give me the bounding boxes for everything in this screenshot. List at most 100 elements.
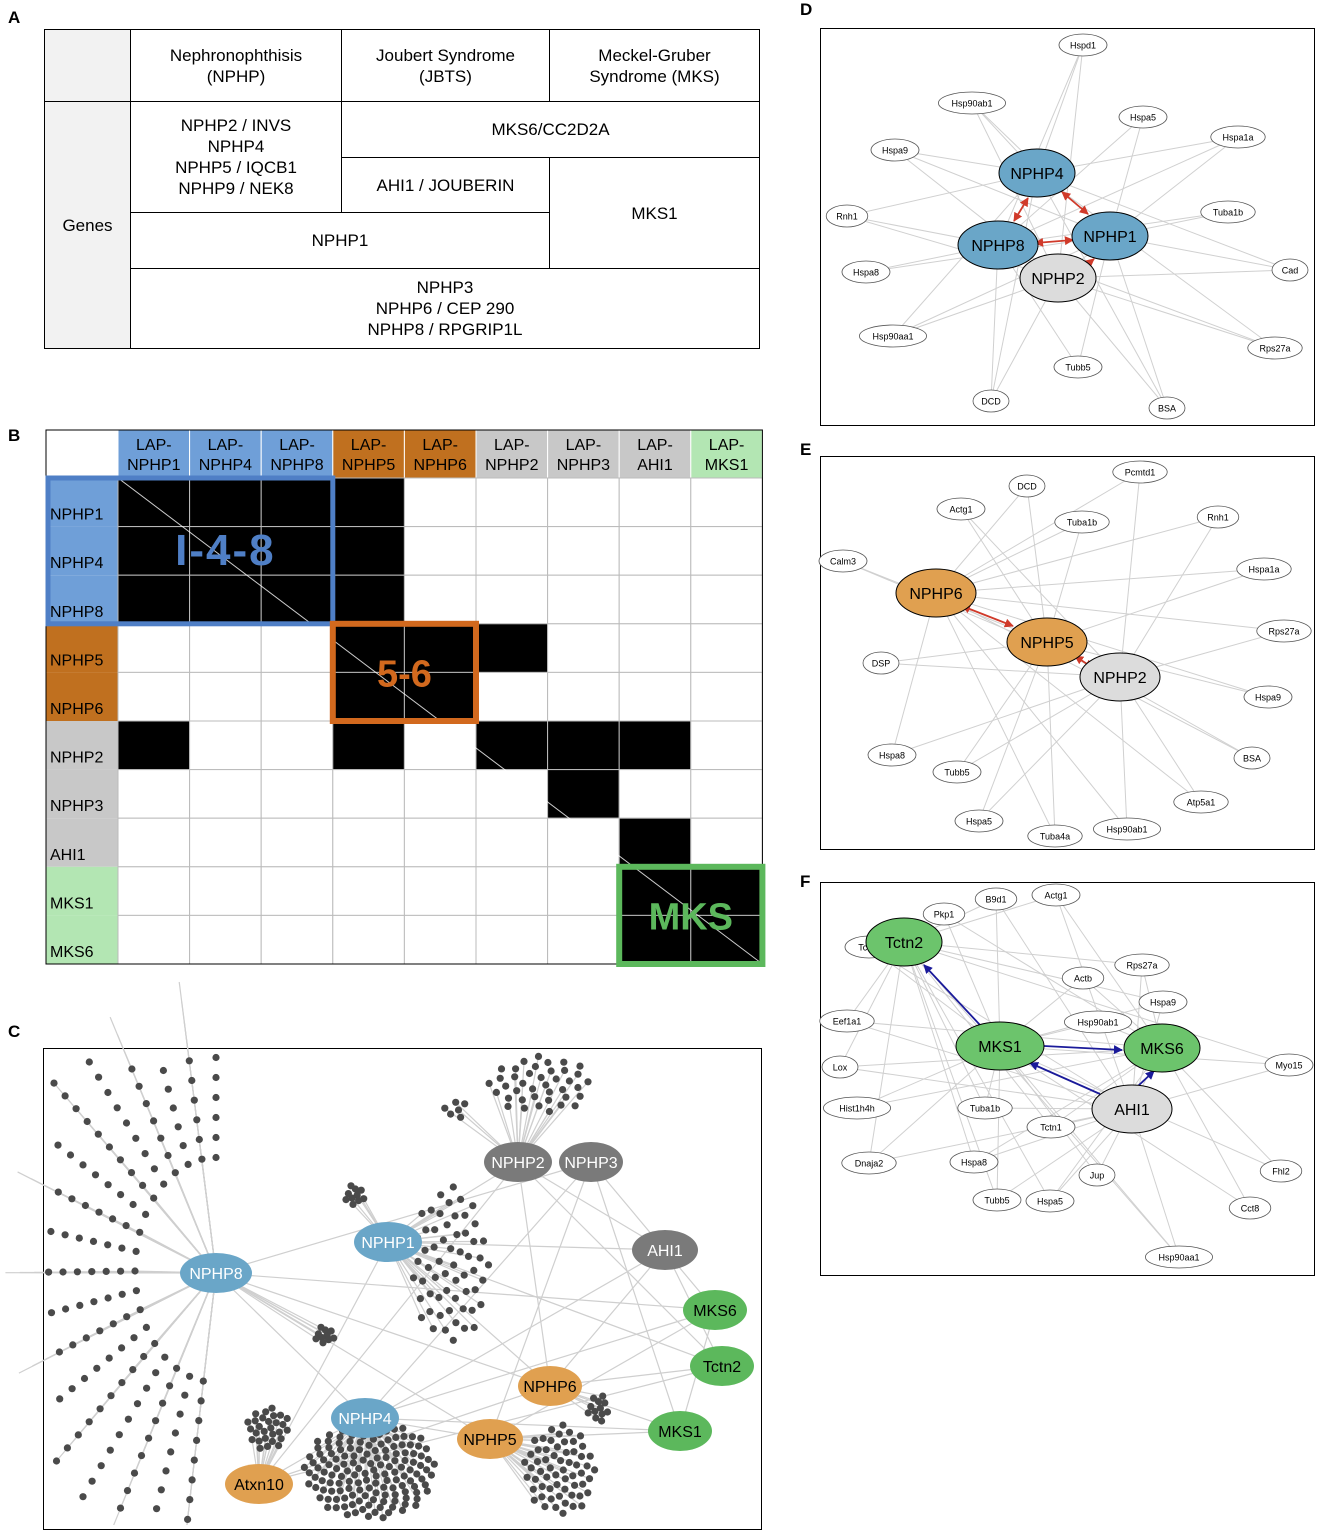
prey-dot [257, 1445, 264, 1452]
prey-label: B9d1 [985, 895, 1006, 905]
prey-dot [365, 1513, 372, 1520]
prey-dot [93, 1365, 100, 1372]
prey-dot [301, 1464, 308, 1471]
prey-dot [548, 1426, 555, 1433]
prey-dot [382, 1447, 389, 1454]
prey-dot [319, 1477, 326, 1484]
prey-label: Rps27a [1126, 961, 1157, 971]
prey-dot [389, 1484, 396, 1491]
prey-dot [527, 1451, 534, 1458]
prey-dot [370, 1496, 377, 1503]
prey-label: Rnh1 [1207, 513, 1229, 523]
prey-edge [1120, 472, 1140, 677]
prey-dot [186, 1496, 193, 1503]
prey-dot [363, 1477, 370, 1484]
prey-label: Hspa8 [853, 268, 879, 278]
prey-dot [371, 1509, 378, 1516]
prey-dot [306, 1469, 313, 1476]
prey-dot [247, 1425, 254, 1432]
prey-dot [129, 1366, 136, 1373]
prey-dot [586, 1475, 593, 1482]
prey-edge [1000, 1046, 1179, 1257]
prey-label: Tubb5 [944, 768, 969, 778]
prey-dot [380, 1484, 387, 1491]
prey-dot [314, 1438, 321, 1445]
prey-dot [471, 1324, 478, 1331]
prey-label: Hspa5 [1130, 113, 1156, 123]
prey-dot [328, 1471, 335, 1478]
prey-dot [350, 1459, 357, 1466]
prey-dot [422, 1481, 429, 1488]
prey-dot [556, 1493, 563, 1500]
prey-dot [415, 1443, 422, 1450]
prey-dot [140, 1353, 147, 1360]
prey-edge [936, 593, 1284, 631]
prey-dot [599, 1393, 606, 1400]
prey-dot [130, 1334, 137, 1341]
prey-dot [562, 1475, 569, 1482]
prey-edge [1162, 1048, 1250, 1208]
prey-dot [431, 1461, 438, 1468]
prey-dot [424, 1488, 431, 1495]
prey-dot [534, 1458, 541, 1465]
prey-dot [590, 1395, 597, 1402]
prey-label: Hspa5 [966, 817, 992, 827]
prey-dot [328, 1488, 335, 1495]
prey-dot [249, 1436, 256, 1443]
prey-dot [559, 1510, 566, 1517]
prey-dot [578, 1453, 585, 1460]
prey-label: Lox [833, 1063, 848, 1073]
prey-dot [346, 1438, 353, 1445]
prey-dot [373, 1472, 380, 1479]
prey-dot [552, 1504, 559, 1511]
prey-dot [391, 1457, 398, 1464]
prey-dot [110, 1320, 117, 1327]
prey-dot [566, 1459, 573, 1466]
prey-dot [372, 1480, 379, 1487]
prey-label: Tuba4a [1040, 832, 1070, 842]
prey-dot [461, 1325, 468, 1332]
prey-dot [587, 1403, 594, 1410]
prey-dot [344, 1467, 351, 1474]
prey-dot [543, 1474, 550, 1481]
prey-dot [531, 1497, 538, 1504]
prey-dot [143, 1324, 150, 1331]
prey-label: Tubb5 [984, 1196, 1009, 1206]
prey-dot [319, 1339, 326, 1346]
prey-dot [262, 1435, 269, 1442]
prey-dot [69, 1341, 76, 1348]
prey-label: Calm3 [830, 557, 856, 567]
prey-dot [401, 1457, 408, 1464]
prey-label: Rps27a [1259, 344, 1290, 354]
prey-dot [561, 1486, 568, 1493]
prey-dot [477, 1301, 484, 1308]
prey-dot [320, 1486, 327, 1493]
prey-dot [392, 1491, 399, 1498]
prey-dot [584, 1489, 591, 1496]
prey-dot [336, 1440, 343, 1447]
prey-dot [177, 1411, 184, 1418]
prey-dot [568, 1492, 575, 1499]
prey-dot [267, 1424, 274, 1431]
prey-label: Hspa5 [1037, 1197, 1063, 1207]
prey-dot [430, 1325, 437, 1332]
prey-label: Hspa8 [879, 751, 905, 761]
prey-dot [382, 1491, 389, 1498]
prey-dot [341, 1495, 348, 1502]
prey-dot [252, 1417, 259, 1424]
prey-dot [393, 1450, 400, 1457]
prey-dot [324, 1504, 331, 1511]
prey-dot [337, 1446, 344, 1453]
prey-dot [333, 1456, 340, 1463]
prey-dot [351, 1471, 358, 1478]
prey-dot [167, 1448, 174, 1455]
prey-dot [96, 1327, 103, 1334]
prey-dot [401, 1472, 408, 1479]
prey-dot [76, 1302, 83, 1309]
prey-dot [346, 1478, 353, 1485]
prey-dot [83, 1334, 90, 1341]
prey-dot [561, 1438, 568, 1445]
prey-dot [317, 1324, 324, 1331]
prey-dot [344, 1511, 351, 1518]
prey-dot [393, 1476, 400, 1483]
